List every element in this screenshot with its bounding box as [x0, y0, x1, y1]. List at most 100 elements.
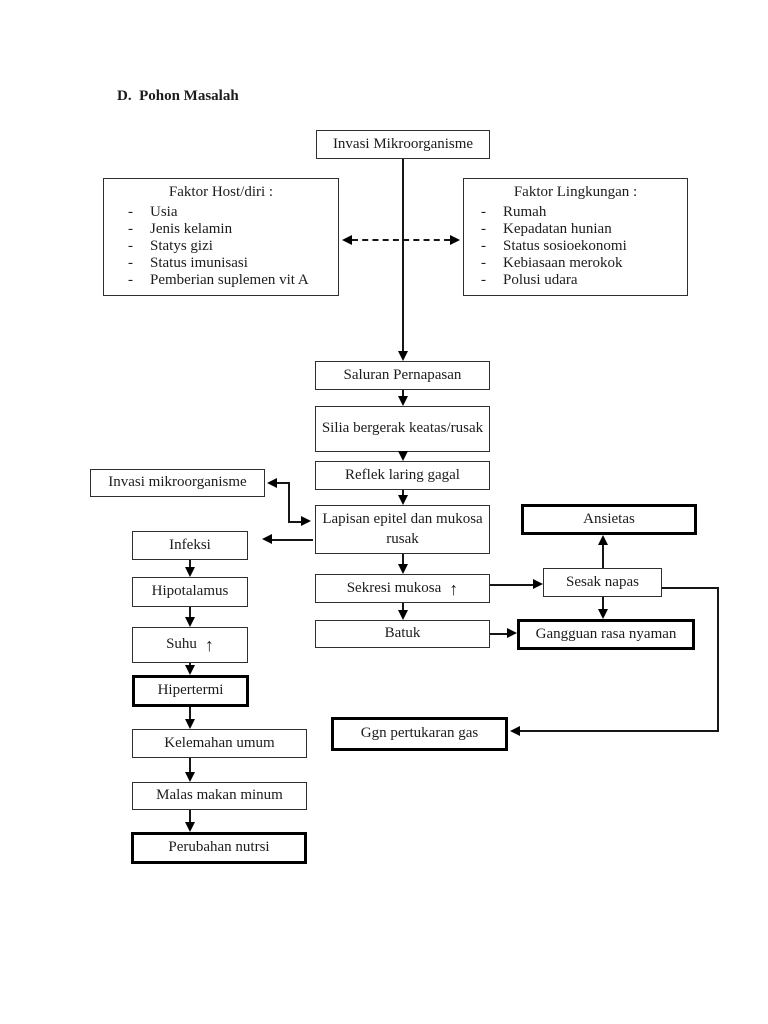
list-item-label: Status sosioekonomi: [503, 238, 627, 255]
connector-line: [288, 521, 301, 523]
bullet-dash: -: [481, 204, 486, 221]
arrow-down-icon: [185, 719, 195, 729]
node-hipotalamus: Hipotalamus: [132, 577, 248, 607]
bullet-dash: -: [481, 238, 486, 255]
node-batuk: Batuk: [315, 620, 490, 648]
connector-line: [490, 633, 507, 635]
node-silia-bergerak: Silia bergerak keatas/rusak: [315, 406, 490, 452]
connector-invasi-saluran-line: [402, 159, 404, 351]
arrow-down-icon: [398, 451, 408, 461]
connector-line: [189, 707, 191, 719]
arrow-down-icon: [398, 351, 408, 361]
list-item-label: Jenis kelamin: [150, 221, 233, 238]
arrow-left-icon: [342, 235, 352, 245]
arrow-down-icon: [398, 495, 408, 505]
node-kelemahan-umum: Kelemahan umum: [132, 729, 307, 758]
arrow-down-icon: [185, 617, 195, 627]
arrow-down-icon: [185, 567, 195, 577]
node-perubahan-nutrsi: Perubahan nutrsi: [131, 832, 307, 864]
connector-line: [402, 390, 404, 396]
node-label: Ansietas: [583, 510, 635, 527]
node-ansietas: Ansietas: [521, 504, 697, 535]
list-item: -Jenis kelamin: [128, 221, 338, 238]
list-item-label: Polusi udara: [503, 271, 578, 288]
node-suhu: Suhu ↑: [132, 627, 248, 663]
node-label: Kelemahan umum: [164, 734, 275, 751]
list-item-label: Status imunisasi: [150, 255, 248, 271]
connector-line: [402, 554, 404, 564]
connector-line: [520, 730, 719, 732]
arrow-right-icon: [450, 235, 460, 245]
node-label: Infeksi: [169, 536, 211, 553]
node-invasi-mikroorganisme-left: Invasi mikroorganisme: [90, 469, 265, 497]
node-label: Sekresi mukosa: [346, 579, 442, 596]
node-label: Hipotalamus: [151, 583, 229, 600]
node-reflek-laring: Reflek laring gagal: [315, 461, 490, 490]
arrow-down-icon: [185, 665, 195, 675]
node-label: Silia bergerak keatas/rusak: [321, 420, 484, 437]
node-label: Sesak napas: [566, 573, 639, 590]
list-item: -Polusi udara: [481, 272, 687, 289]
connector-line: [189, 810, 191, 822]
node-label: Ggn pertukaran gas: [360, 725, 479, 742]
arrow-down-icon: [398, 610, 408, 620]
connector-factors-dashed-line: [352, 239, 450, 241]
list-item-label: Kebiasaan merokok: [503, 255, 623, 271]
list-item: - Kebiasaan merokok: [481, 255, 687, 272]
up-arrow-icon: ↑: [204, 635, 214, 655]
node-label: Malas makan minum: [156, 787, 283, 804]
connector-line: [602, 545, 604, 568]
arrow-down-icon: [398, 564, 408, 574]
arrow-up-icon: [598, 535, 608, 545]
arrow-down-icon: [185, 772, 195, 782]
list-item: -Rumah: [481, 204, 687, 221]
node-ggn-pertukaran-gas: Ggn pertukaran gas: [331, 717, 508, 751]
list-item: -Status imunisasi: [128, 255, 338, 272]
arrow-right-icon: [507, 628, 517, 638]
node-label: Perubahan nutrsi: [168, 839, 270, 856]
node-label: Batuk: [384, 625, 421, 642]
node-sesak-napas: Sesak napas: [543, 568, 662, 597]
list-item-label: Rumah: [503, 204, 547, 221]
list-item-label: Usia: [150, 204, 178, 221]
arrow-left-icon: [267, 478, 277, 488]
node-lapisan-epitel: Lapisan epitel dan mukosa rusak: [315, 505, 490, 554]
arrow-down-icon: [185, 822, 195, 832]
bullet-dash: -: [128, 221, 133, 238]
factor-lingkungan-box: Faktor Lingkungan : -Rumah -Kepadatan hu…: [463, 178, 688, 296]
bullet-dash: -: [481, 271, 486, 288]
list-item-label: Statys gizi: [150, 238, 213, 255]
node-hipertermi: Hipertermi: [132, 675, 249, 707]
node-invasi-mikroorganisme-top: Invasi Mikroorganisme: [316, 130, 490, 159]
node-label: Gangguan rasa nyaman: [535, 625, 677, 642]
connector-line: [189, 663, 191, 665]
connector-line: [662, 587, 719, 589]
arrow-right-icon: [301, 516, 311, 526]
connector-line: [277, 482, 290, 484]
bullet-dash: -: [481, 221, 486, 238]
list-item: -Usia: [128, 204, 338, 221]
bullet-dash: -: [128, 271, 133, 288]
up-arrow-icon: ↑: [449, 578, 459, 599]
node-label: Invasi mikroorganisme: [108, 474, 247, 491]
connector-line: [189, 758, 191, 772]
bullet-dash: -: [128, 204, 133, 221]
node-malas-makan-minum: Malas makan minum: [132, 782, 307, 810]
node-label: Invasi Mikroorganisme: [332, 135, 474, 152]
connector-line: [490, 584, 533, 586]
arrow-left-icon: [262, 534, 272, 544]
factor-host-box: Faktor Host/diri : -Usia -Jenis kelamin …: [103, 178, 339, 296]
arrow-left-icon: [510, 726, 520, 736]
list-item-label: Pemberian suplemen vit A: [150, 271, 309, 288]
bullet-dash: -: [481, 255, 486, 271]
arrow-right-icon: [533, 579, 543, 589]
list-item: -Statys gizi: [128, 238, 338, 255]
list-item: -Status sosioekonomi: [481, 238, 687, 255]
connector-line: [402, 603, 404, 610]
connector-line: [272, 539, 313, 541]
node-sekresi-mukosa: Sekresi mukosa ↑: [315, 574, 490, 603]
arrow-down-icon: [398, 396, 408, 406]
node-label: Lapisan epitel dan mukosa rusak: [322, 511, 483, 547]
node-label: Saluran Pernapasan: [343, 366, 462, 383]
